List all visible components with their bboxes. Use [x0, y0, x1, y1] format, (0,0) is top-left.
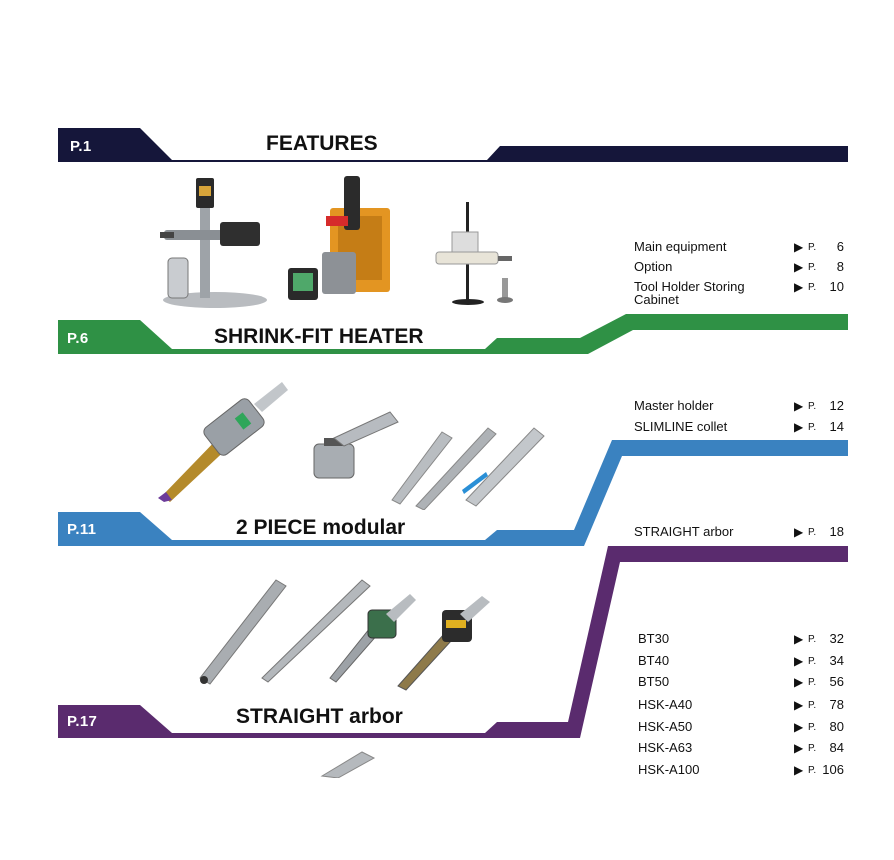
- page-tag-features: P.1: [70, 138, 92, 155]
- collet-tools-image: [391, 427, 545, 510]
- toc-page-prefix: P.: [808, 765, 817, 776]
- toc-page-prefix: P.: [808, 656, 817, 667]
- toc-page-number: 32: [829, 631, 844, 646]
- arbor-partial-image: [320, 751, 376, 778]
- toc-page-number: 34: [829, 653, 844, 668]
- toc-page-number: 14: [829, 419, 844, 434]
- arrow-right-icon: ▶: [794, 280, 804, 294]
- toc-label: STRAIGHT arbor: [634, 524, 734, 539]
- toc-page-number: 8: [836, 259, 844, 274]
- toc-page-number: 56: [829, 674, 844, 689]
- toc-label: BT50: [638, 674, 670, 689]
- arrow-right-icon: ▶: [794, 632, 804, 646]
- toc-entry[interactable]: HSK-A40 ▶ P. 78: [638, 697, 846, 713]
- straight-arbor-holder-image: [397, 596, 490, 691]
- toc-page-prefix: P.: [808, 677, 817, 688]
- toc-page-prefix: P.: [808, 527, 817, 538]
- toc-label: HSK-A50: [638, 719, 693, 734]
- toc-page-prefix: P.: [808, 722, 817, 733]
- toc-page-number: 106: [822, 762, 844, 777]
- shrink-fit-machine-image: [288, 176, 390, 300]
- toc-page-number: 18: [829, 524, 844, 539]
- toc-label: Option: [634, 259, 673, 274]
- toc-label: BT30: [638, 631, 670, 646]
- band-shrink-fit: [58, 314, 848, 354]
- modular-holder-image: [158, 382, 288, 502]
- toc-page-number: 80: [829, 719, 844, 734]
- toc-label: Master holder: [634, 398, 714, 413]
- toc-page-prefix: P.: [808, 242, 817, 253]
- straight-arbor-holder-image: [329, 594, 416, 683]
- section-title-features[interactable]: FEATURES: [266, 132, 378, 155]
- toc-entry[interactable]: Option ▶ P. 8: [634, 259, 846, 275]
- page-tag-shrink-fit: P.6: [67, 330, 89, 347]
- toc-label: HSK-A100: [638, 762, 700, 777]
- toc-page-number: 78: [829, 697, 844, 712]
- arrow-right-icon: ▶: [794, 399, 804, 413]
- toc-page-prefix: P.: [808, 634, 817, 645]
- toc-page-prefix: P.: [808, 743, 817, 754]
- arrow-right-icon: ▶: [794, 420, 804, 434]
- arrow-right-icon: ▶: [794, 698, 804, 712]
- toc-page-prefix: P.: [808, 422, 817, 433]
- shrink-fit-accessory-image: [435, 202, 513, 305]
- arrow-right-icon: ▶: [794, 741, 804, 755]
- band-features: [58, 128, 848, 162]
- arrow-right-icon: ▶: [794, 763, 804, 777]
- toc-entry[interactable]: HSK-A50 ▶ P. 80: [638, 719, 846, 735]
- toc-entry[interactable]: Tool Holder Storing Cabinet ▶ P. 10: [634, 280, 846, 308]
- toc-label: BT40: [638, 653, 670, 668]
- page-tag-2piece: P.11: [67, 521, 97, 538]
- band-straight: [58, 546, 848, 738]
- band-2piece: [58, 440, 848, 546]
- toc-entry[interactable]: HSK-A63 ▶ P. 84: [638, 740, 846, 756]
- arrow-right-icon: ▶: [794, 260, 804, 274]
- section-title-straight[interactable]: STRAIGHT arbor: [236, 705, 403, 728]
- toc-entry[interactable]: SLIMLINE collet ▶ P. 14: [634, 419, 846, 435]
- section-title-shrink-fit[interactable]: SHRINK-FIT HEATER: [214, 325, 424, 348]
- straight-arbor-image: [199, 579, 287, 685]
- toc-page-number: 12: [829, 398, 844, 413]
- straight-arbor-image: [261, 579, 371, 683]
- arrow-right-icon: ▶: [794, 654, 804, 668]
- toc-page-number: 10: [829, 279, 844, 294]
- toc-label: HSK-A40: [638, 697, 693, 712]
- shrink-fit-machine-image: [160, 178, 267, 308]
- section-title-2piece[interactable]: 2 PIECE modular: [236, 516, 406, 539]
- toc-page-prefix: P.: [808, 401, 817, 412]
- toc-page-number: 6: [836, 239, 844, 254]
- arrow-right-icon: ▶: [794, 525, 804, 539]
- toc-entry[interactable]: STRAIGHT arbor ▶ P. 18: [634, 524, 846, 540]
- toc-entry[interactable]: BT50 ▶ P. 56: [638, 674, 846, 690]
- toc-page-prefix: P.: [808, 700, 817, 711]
- page-tag-straight: P.17: [67, 713, 98, 730]
- toc-entry[interactable]: BT40 ▶ P. 34: [638, 653, 846, 669]
- toc-label: HSK-A63: [638, 740, 693, 755]
- arrow-right-icon: ▶: [794, 675, 804, 689]
- toc-entry[interactable]: Main equipment ▶ P. 6: [634, 239, 846, 255]
- arrow-right-icon: ▶: [794, 240, 804, 254]
- toc-label: Main equipment: [634, 239, 727, 254]
- toc-label: Tool Holder Storing Cabinet: [634, 279, 745, 307]
- toc-entry[interactable]: BT30 ▶ P. 32: [638, 631, 846, 647]
- toc-page-prefix: P.: [808, 262, 817, 273]
- arrow-right-icon: ▶: [794, 720, 804, 734]
- toc-page-number: 84: [829, 740, 844, 755]
- toc-entry[interactable]: Master holder ▶ P. 12: [634, 398, 846, 414]
- tool-holder-image: [313, 411, 399, 479]
- toc-page-prefix: P.: [808, 282, 817, 293]
- toc-entry[interactable]: HSK-A100 ▶ P. 106: [638, 762, 846, 778]
- toc-label: SLIMLINE collet: [634, 419, 728, 434]
